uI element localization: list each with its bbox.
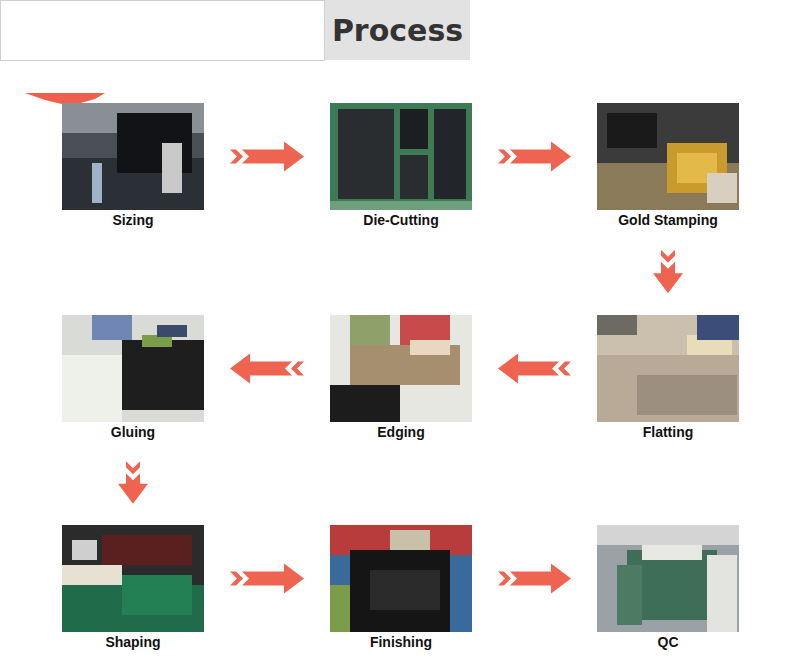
process-photo: [62, 525, 204, 632]
process-step: Finishing: [330, 525, 472, 650]
process-step: QC: [597, 525, 739, 650]
step-label: Gold Stamping: [597, 212, 739, 228]
step-label: Die-Cutting: [330, 212, 472, 228]
flow-arrow: [230, 142, 304, 172]
flow-arrow: [653, 250, 683, 293]
step-label: QC: [597, 634, 739, 650]
process-photo: [330, 315, 472, 422]
flow-arrow: [498, 564, 571, 594]
flow-arrow: [498, 354, 571, 384]
step-label: Edging: [330, 424, 472, 440]
flow-arrow: [498, 142, 571, 172]
step-label: Sizing: [62, 212, 204, 228]
flow-arrow: [230, 564, 304, 594]
process-photo: [62, 315, 204, 422]
process-photo: [597, 525, 739, 632]
flow-arrow: [230, 354, 304, 384]
step-label: Shaping: [62, 634, 204, 650]
process-step: Die-Cutting: [330, 103, 472, 228]
process-photo: [330, 103, 472, 210]
title-box: Process: [325, 0, 470, 60]
process-step: Flatting: [597, 315, 739, 440]
header-panel: [1, 1, 325, 61]
process-step: Gluing: [62, 315, 204, 440]
process-photo: [330, 525, 472, 632]
process-photo: [62, 103, 204, 210]
process-step: Gold Stamping: [597, 103, 739, 228]
process-step: Sizing: [62, 103, 204, 228]
flow-arrow: [118, 461, 148, 504]
process-step: Shaping: [62, 525, 204, 650]
step-label: Finishing: [330, 634, 472, 650]
process-photo: [597, 315, 739, 422]
step-label: Flatting: [597, 424, 739, 440]
title-text: Process: [332, 13, 463, 48]
process-step: Edging: [330, 315, 472, 440]
process-photo: [597, 103, 739, 210]
step-label: Gluing: [62, 424, 204, 440]
